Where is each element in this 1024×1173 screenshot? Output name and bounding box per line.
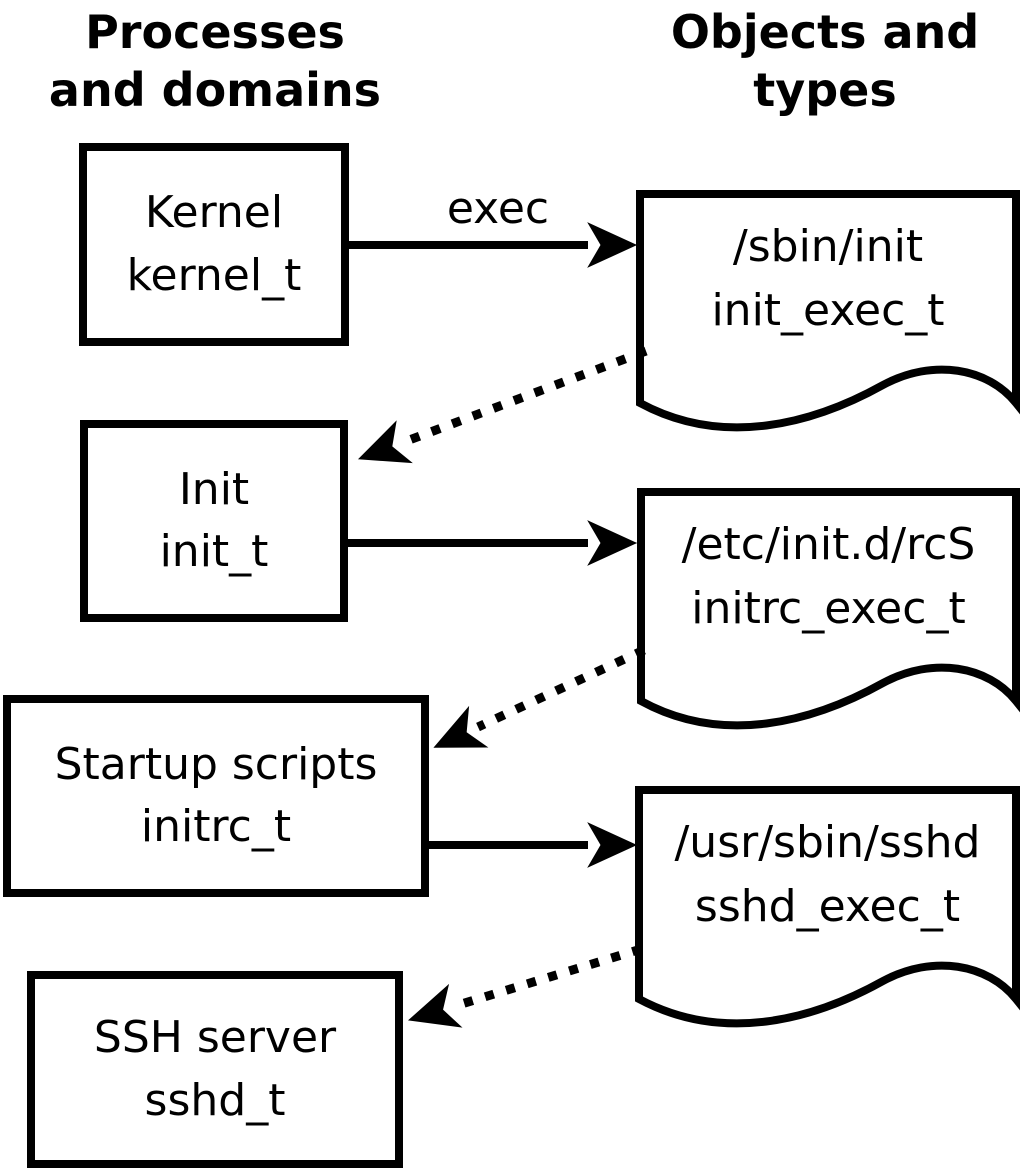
object-path: /usr/sbin/sshd: [674, 817, 981, 869]
process-box-init: Init init_t: [80, 420, 348, 622]
object-label-usr-sbin-sshd: /usr/sbin/sshd sshd_exec_t: [639, 796, 1016, 954]
object-path: /etc/init.d/rcS: [681, 519, 976, 571]
transition-arrow-to-sshd-t: [407, 944, 643, 1028]
process-domain: init_t: [159, 526, 269, 577]
object-doc-usr-sbin-sshd: [635, 786, 1020, 1028]
object-path: /sbin/init: [732, 221, 924, 273]
process-domain: kernel_t: [126, 249, 302, 301]
process-name: SSH server: [93, 1012, 337, 1064]
object-doc-etc-initd-rcs: [637, 488, 1020, 730]
object-type: init_exec_t: [711, 285, 945, 336]
header-objects-line1: Objects and: [670, 5, 980, 59]
process-box-startup-scripts: Startup scripts initrc_t: [3, 695, 429, 897]
header-processes-line1: Processes: [85, 5, 345, 59]
process-name: Kernel: [144, 187, 284, 239]
process-box-ssh-server: SSH server sshd_t: [27, 971, 403, 1168]
object-label-sbin-init: /sbin/init init_exec_t: [640, 200, 1016, 358]
exec-edge-label: exec: [446, 183, 550, 234]
object-type: initrc_exec_t: [691, 583, 966, 634]
object-type: sshd_exec_t: [694, 881, 961, 932]
process-name: Startup scripts: [54, 738, 378, 790]
process-box-kernel: Kernel kernel_t: [79, 143, 349, 346]
header-processes-line2: and domains: [48, 62, 382, 117]
object-label-etc-initd-rcs: /etc/init.d/rcS initrc_exec_t: [641, 498, 1016, 656]
object-doc-sbin-init: [636, 190, 1020, 432]
process-domain: sshd_t: [144, 1074, 286, 1126]
process-domain: initrc_t: [140, 801, 292, 852]
transition-arrow-to-init-t: [357, 346, 648, 464]
process-name: Init: [178, 463, 250, 515]
transition-arrow-to-initrc-t: [433, 645, 646, 748]
header-objects-line2: types: [753, 62, 897, 117]
